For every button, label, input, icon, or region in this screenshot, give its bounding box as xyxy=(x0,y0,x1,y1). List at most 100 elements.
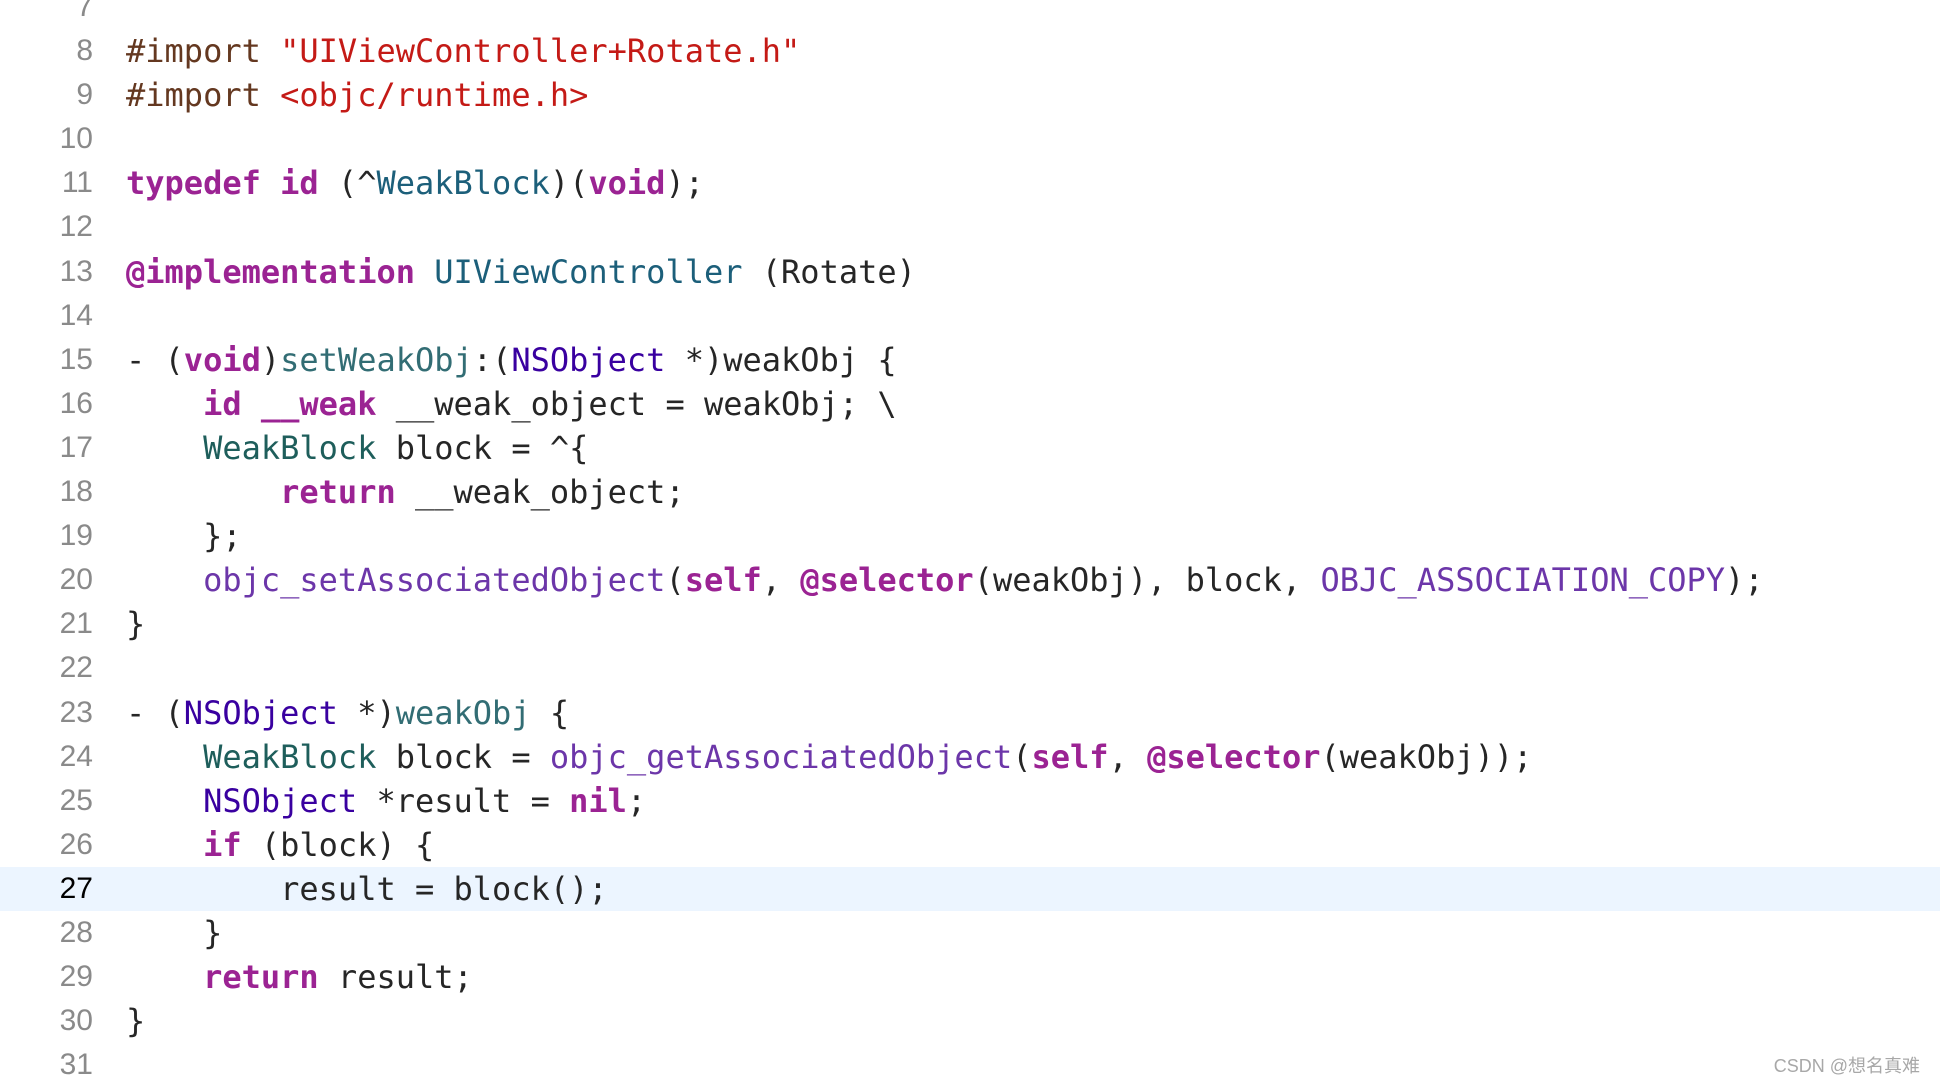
code-token-plain: result; xyxy=(318,958,473,997)
code-text: #import "UIViewController+Rotate.h" xyxy=(126,29,800,73)
code-token-type: WeakBlock xyxy=(376,164,550,203)
code-token-keyword: return xyxy=(280,473,396,511)
code-token-keyword: id xyxy=(203,384,242,423)
line-number: 22 xyxy=(59,651,93,685)
code-token-plain xyxy=(415,253,434,291)
code-token-plain: ( xyxy=(665,561,685,600)
code-text: #import <objc/runtime.h> xyxy=(126,73,588,117)
code-token-plain: :( xyxy=(472,340,512,379)
code-token-plain: - ( xyxy=(126,693,184,732)
code-line[interactable]: 20 objc_setAssociatedObject(self, @selec… xyxy=(0,558,1940,602)
code-line[interactable]: 15 - (void)setWeakObj:(NSObject *)weakObj… xyxy=(0,338,1940,382)
code-line[interactable]: 24 WeakBlock block = objc_getAssociatedO… xyxy=(0,735,1940,779)
code-token-keyword: void xyxy=(183,340,261,379)
code-line[interactable]: 28 } xyxy=(0,911,1940,955)
code-text: objc_setAssociatedObject(self, @selector… xyxy=(126,558,1764,602)
line-number: 19 xyxy=(59,519,93,553)
code-token-keyword: __weak xyxy=(260,384,377,423)
line-number: 21 xyxy=(59,607,93,641)
code-token-const: OBJC_ASSOCIATION_COPY xyxy=(1320,561,1726,600)
line-number: 24 xyxy=(59,739,93,773)
code-token-plain: block = xyxy=(376,737,550,776)
code-line[interactable]: 22 xyxy=(0,646,1940,690)
code-token-plain: *result = xyxy=(357,781,570,820)
code-token-class: NSObject xyxy=(183,693,338,732)
code-line[interactable]: 31 xyxy=(0,1043,1940,1087)
code-text: - (NSObject *)weakObj { xyxy=(126,691,569,735)
watermark: CSDN @想名真难 xyxy=(1773,1056,1920,1076)
code-line[interactable]: 13@implementation UIViewController (Rota… xyxy=(0,250,1940,294)
code-token-keyword: @selector xyxy=(800,561,974,600)
code-line[interactable]: 14 xyxy=(0,294,1940,338)
code-text: return result; xyxy=(126,955,473,999)
code-token-string: <objc/runtime.h> xyxy=(280,76,589,115)
code-token-plain: (weakObj)); xyxy=(1320,737,1533,776)
code-token-plain: *)weakObj { xyxy=(665,340,897,379)
code-token-method: weakObj xyxy=(395,693,531,732)
code-text: } xyxy=(126,999,145,1043)
code-text: if (block) { xyxy=(126,823,434,867)
code-token-plain: } xyxy=(126,1002,146,1041)
code-token-preproc: #import xyxy=(126,32,281,70)
current-code-line[interactable]: 27 result = block(); xyxy=(0,866,1940,911)
code-line[interactable]: 16 id __weak __weak_object = weakObj; \ xyxy=(0,382,1940,426)
code-line[interactable]: 8#import "UIViewController+Rotate.h" xyxy=(0,29,1940,73)
code-line[interactable]: 10 xyxy=(0,117,1940,161)
code-token-plain xyxy=(126,473,280,511)
code-text: return __weak_object; xyxy=(126,470,685,514)
code-text: result = block(); xyxy=(126,867,608,911)
code-text: WeakBlock block = ^{ xyxy=(126,426,588,470)
code-line[interactable]: 19 }; xyxy=(0,514,1940,558)
code-token-keyword: if xyxy=(203,825,242,864)
code-token-plain xyxy=(126,738,203,776)
code-token-type-local: WeakBlock xyxy=(203,737,377,776)
line-number: 15 xyxy=(59,342,93,376)
code-text: id __weak __weak_object = weakObj; \ xyxy=(126,382,897,426)
line-number: 12 xyxy=(59,210,93,244)
code-token-plain: ( xyxy=(1012,737,1032,776)
line-number: 27 xyxy=(59,871,93,905)
code-token-plain: (Rotate) xyxy=(742,252,916,291)
code-text: NSObject *result = nil; xyxy=(126,779,646,823)
line-number: 11 xyxy=(61,166,93,200)
code-token-plain xyxy=(126,782,203,820)
code-token-type-local: WeakBlock xyxy=(203,428,377,467)
code-line-partial: 7 xyxy=(0,0,1940,29)
line-number: 26 xyxy=(59,827,93,861)
code-token-string: "UIViewController+Rotate.h" xyxy=(280,32,801,70)
code-text: - (void)setWeakObj:(NSObject *)weakObj { xyxy=(126,338,897,382)
code-token-class: NSObject xyxy=(511,340,666,379)
code-token-keyword: self xyxy=(1031,737,1109,776)
line-number: 16 xyxy=(59,386,93,420)
code-line[interactable]: 12 xyxy=(0,205,1940,249)
code-token-plain: ; xyxy=(626,781,647,820)
code-line[interactable]: 29 return result; xyxy=(0,955,1940,999)
code-token-plain: (^ xyxy=(318,164,377,203)
line-number: 10 xyxy=(59,122,93,156)
code-line[interactable]: 18 return __weak_object; xyxy=(0,470,1940,514)
code-token-plain: (block) { xyxy=(241,825,435,864)
code-token-plain: ) xyxy=(260,340,281,379)
code-token-keyword: self xyxy=(684,561,762,600)
code-line[interactable]: 17 WeakBlock block = ^{ xyxy=(0,426,1940,470)
code-token-plain: } xyxy=(126,605,146,644)
code-line[interactable]: 23- (NSObject *)weakObj { xyxy=(0,691,1940,735)
line-number: 30 xyxy=(59,1004,93,1038)
code-token-plain: (weakObj), block, xyxy=(973,561,1321,600)
code-token-plain xyxy=(126,385,203,423)
code-line[interactable]: 9#import <objc/runtime.h> xyxy=(0,73,1940,117)
line-number: 29 xyxy=(59,960,93,994)
code-token-keyword: id xyxy=(280,164,319,203)
code-line[interactable]: 26 if (block) { xyxy=(0,823,1940,867)
line-number: 14 xyxy=(59,298,93,332)
code-token-plain: __weak_object = weakObj; \ xyxy=(376,384,897,423)
code-line[interactable]: 25 NSObject *result = nil; xyxy=(0,779,1940,823)
code-token-method: setWeakObj xyxy=(280,340,473,379)
code-line[interactable]: 30} xyxy=(0,999,1940,1043)
code-token-plain: , xyxy=(761,561,801,600)
code-token-keyword: @selector xyxy=(1147,737,1321,776)
code-token-class: NSObject xyxy=(203,781,358,820)
code-line[interactable]: 21} xyxy=(0,602,1940,646)
